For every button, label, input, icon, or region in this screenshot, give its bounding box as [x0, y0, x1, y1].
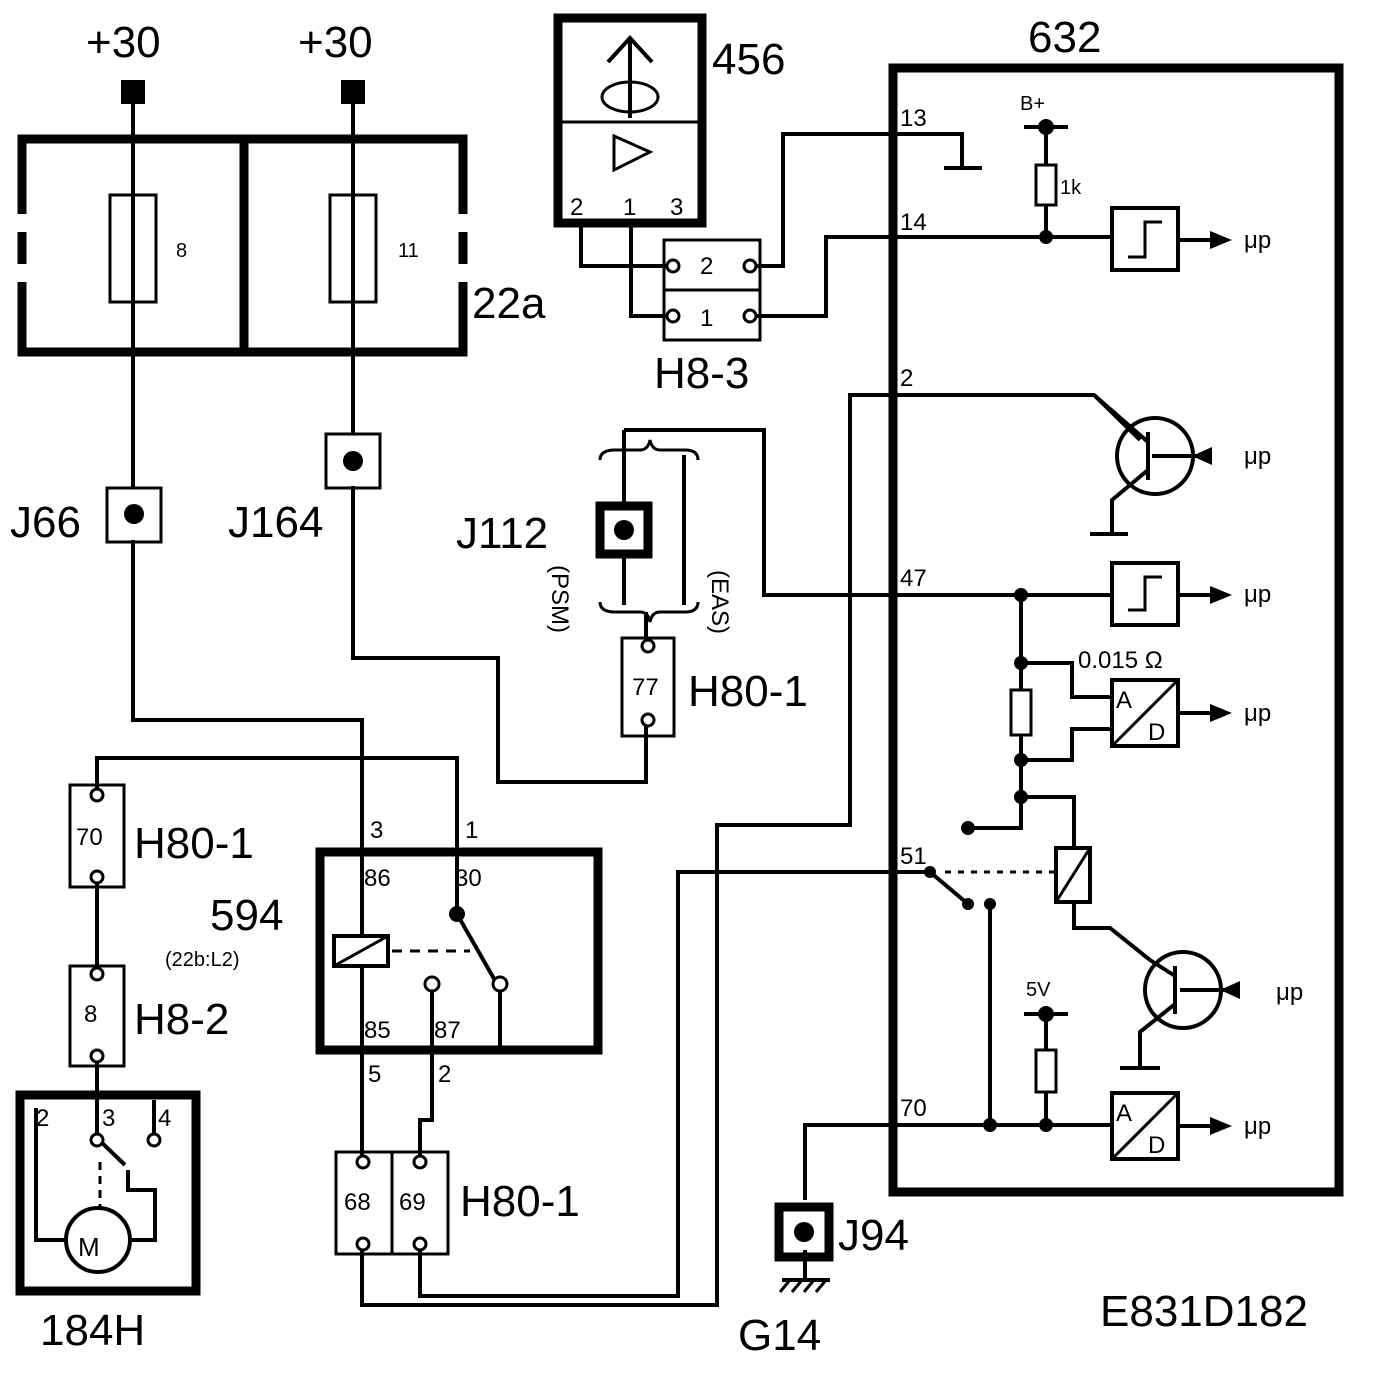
- svg-text:μp: μp: [1276, 979, 1303, 1006]
- resistor-5v: [1034, 1048, 1058, 1094]
- connector-h80-1-70: 70 H80-1: [68, 783, 254, 889]
- svg-text:J112: J112: [456, 509, 548, 558]
- svg-text:J164: J164: [228, 498, 323, 547]
- svg-text:μp: μp: [1244, 1113, 1271, 1140]
- svg-text:70: 70: [76, 824, 103, 851]
- motor-icon: [64, 1206, 132, 1274]
- junction-j112: J112: [456, 501, 653, 559]
- svg-text:3: 3: [370, 817, 383, 844]
- module-632: 632 13 14 2 47 51 70 B+ 1k μp μp μp: [888, 13, 1344, 1197]
- internal-relay-coil: [1054, 846, 1092, 904]
- svg-text:3: 3: [102, 1105, 115, 1132]
- svg-text:H80-1: H80-1: [134, 819, 254, 868]
- option-eas-label: (EAS): [706, 570, 733, 634]
- relay-label: 594: [210, 891, 283, 940]
- connector-h8-3: 2 1 H8-3: [654, 238, 762, 398]
- svg-text:μp: μp: [1244, 443, 1271, 470]
- fuse-8-label: 8: [176, 240, 187, 262]
- junction-j66: J66: [10, 486, 163, 547]
- svg-text:A: A: [1116, 1100, 1132, 1127]
- junction-j164: J164: [228, 432, 382, 547]
- shunt-resistor: [1009, 688, 1033, 737]
- svg-text:4: 4: [158, 1105, 171, 1132]
- relay-ref: (22b:L2): [165, 949, 240, 971]
- svg-text:86: 86: [364, 865, 391, 892]
- svg-text:3: 3: [670, 194, 683, 221]
- supply-terminals: +30 +30: [86, 18, 373, 104]
- connector-h8-3-label: H8-3: [654, 349, 749, 398]
- connector-h8-2-label: H8-2: [134, 995, 229, 1044]
- diagram-id: E831D182: [1100, 1287, 1308, 1336]
- junctions: J66 J164 J112 J94: [10, 432, 909, 1262]
- junction-j94: J94: [774, 1202, 909, 1262]
- eye-icon: [600, 80, 660, 114]
- option-psm-label: (PSM): [546, 565, 573, 633]
- svg-text:70: 70: [900, 1095, 927, 1122]
- module-label: 632: [1028, 13, 1101, 62]
- ground-g14: G14: [738, 1278, 830, 1360]
- sensor-456: 456 2 1 3: [553, 13, 785, 228]
- j112-options: (PSM) (EAS): [546, 439, 733, 634]
- svg-text:1: 1: [465, 817, 478, 844]
- svg-text:13: 13: [900, 105, 927, 132]
- svg-text:5V: 5V: [1026, 979, 1051, 1001]
- connector-h80-1-68-69: 68 69 H80-1: [334, 1150, 580, 1256]
- svg-text:μp: μp: [1244, 227, 1271, 254]
- motor-label: 184H: [40, 1306, 145, 1355]
- connector-h8-2: 8 H8-2: [68, 964, 229, 1068]
- supply-label-2: +30: [298, 18, 373, 67]
- svg-text:D: D: [1148, 719, 1165, 746]
- svg-text:2: 2: [36, 1105, 49, 1132]
- svg-text:8: 8: [84, 1001, 97, 1028]
- svg-text:2: 2: [570, 194, 583, 221]
- svg-text:68: 68: [344, 1189, 371, 1216]
- ground-label: G14: [738, 1311, 821, 1360]
- svg-text:μp: μp: [1244, 581, 1271, 608]
- svg-text:J94: J94: [838, 1211, 909, 1260]
- svg-text:J66: J66: [10, 498, 81, 547]
- wires: [95, 92, 893, 1307]
- svg-text:1: 1: [700, 305, 713, 332]
- connector-h80-1-77: 77 H80-1: [620, 636, 808, 738]
- svg-text:5: 5: [368, 1061, 381, 1088]
- fuse-11-label: 11: [398, 240, 419, 262]
- fusebox-label: 22a: [472, 279, 546, 328]
- relay-594: 594 (22b:L2) 86 30 85 87 3 1 5 2: [165, 817, 603, 1088]
- svg-text:D: D: [1148, 1132, 1165, 1159]
- svg-text:85: 85: [364, 1017, 391, 1044]
- supply-label-1: +30: [86, 18, 161, 67]
- svg-text:1k: 1k: [1060, 177, 1082, 199]
- resistor-1k: [1034, 163, 1058, 207]
- motor-184h: M 2 3 4 184H: [15, 1090, 201, 1355]
- svg-text:μp: μp: [1244, 700, 1271, 727]
- amplifier-icon: [612, 133, 654, 173]
- svg-text:30: 30: [455, 865, 482, 892]
- svg-text:51: 51: [900, 843, 927, 870]
- svg-text:69: 69: [399, 1189, 426, 1216]
- fusebox-22a: 8 11 22a: [17, 134, 546, 357]
- svg-text:H80-1: H80-1: [460, 1177, 580, 1226]
- svg-text:14: 14: [900, 209, 927, 236]
- svg-text:A: A: [1116, 687, 1132, 714]
- svg-text:M: M: [78, 1232, 100, 1262]
- svg-text:47: 47: [900, 565, 927, 592]
- svg-text:2: 2: [438, 1061, 451, 1088]
- svg-text:87: 87: [434, 1017, 461, 1044]
- svg-text:2: 2: [900, 365, 913, 392]
- svg-text:0.015 Ω: 0.015 Ω: [1078, 647, 1163, 674]
- svg-text:H80-1: H80-1: [688, 667, 808, 716]
- svg-text:2: 2: [700, 253, 713, 280]
- svg-text:1: 1: [623, 194, 636, 221]
- svg-text:B+: B+: [1020, 93, 1045, 115]
- svg-text:77: 77: [632, 674, 659, 701]
- sensor-label: 456: [712, 35, 785, 84]
